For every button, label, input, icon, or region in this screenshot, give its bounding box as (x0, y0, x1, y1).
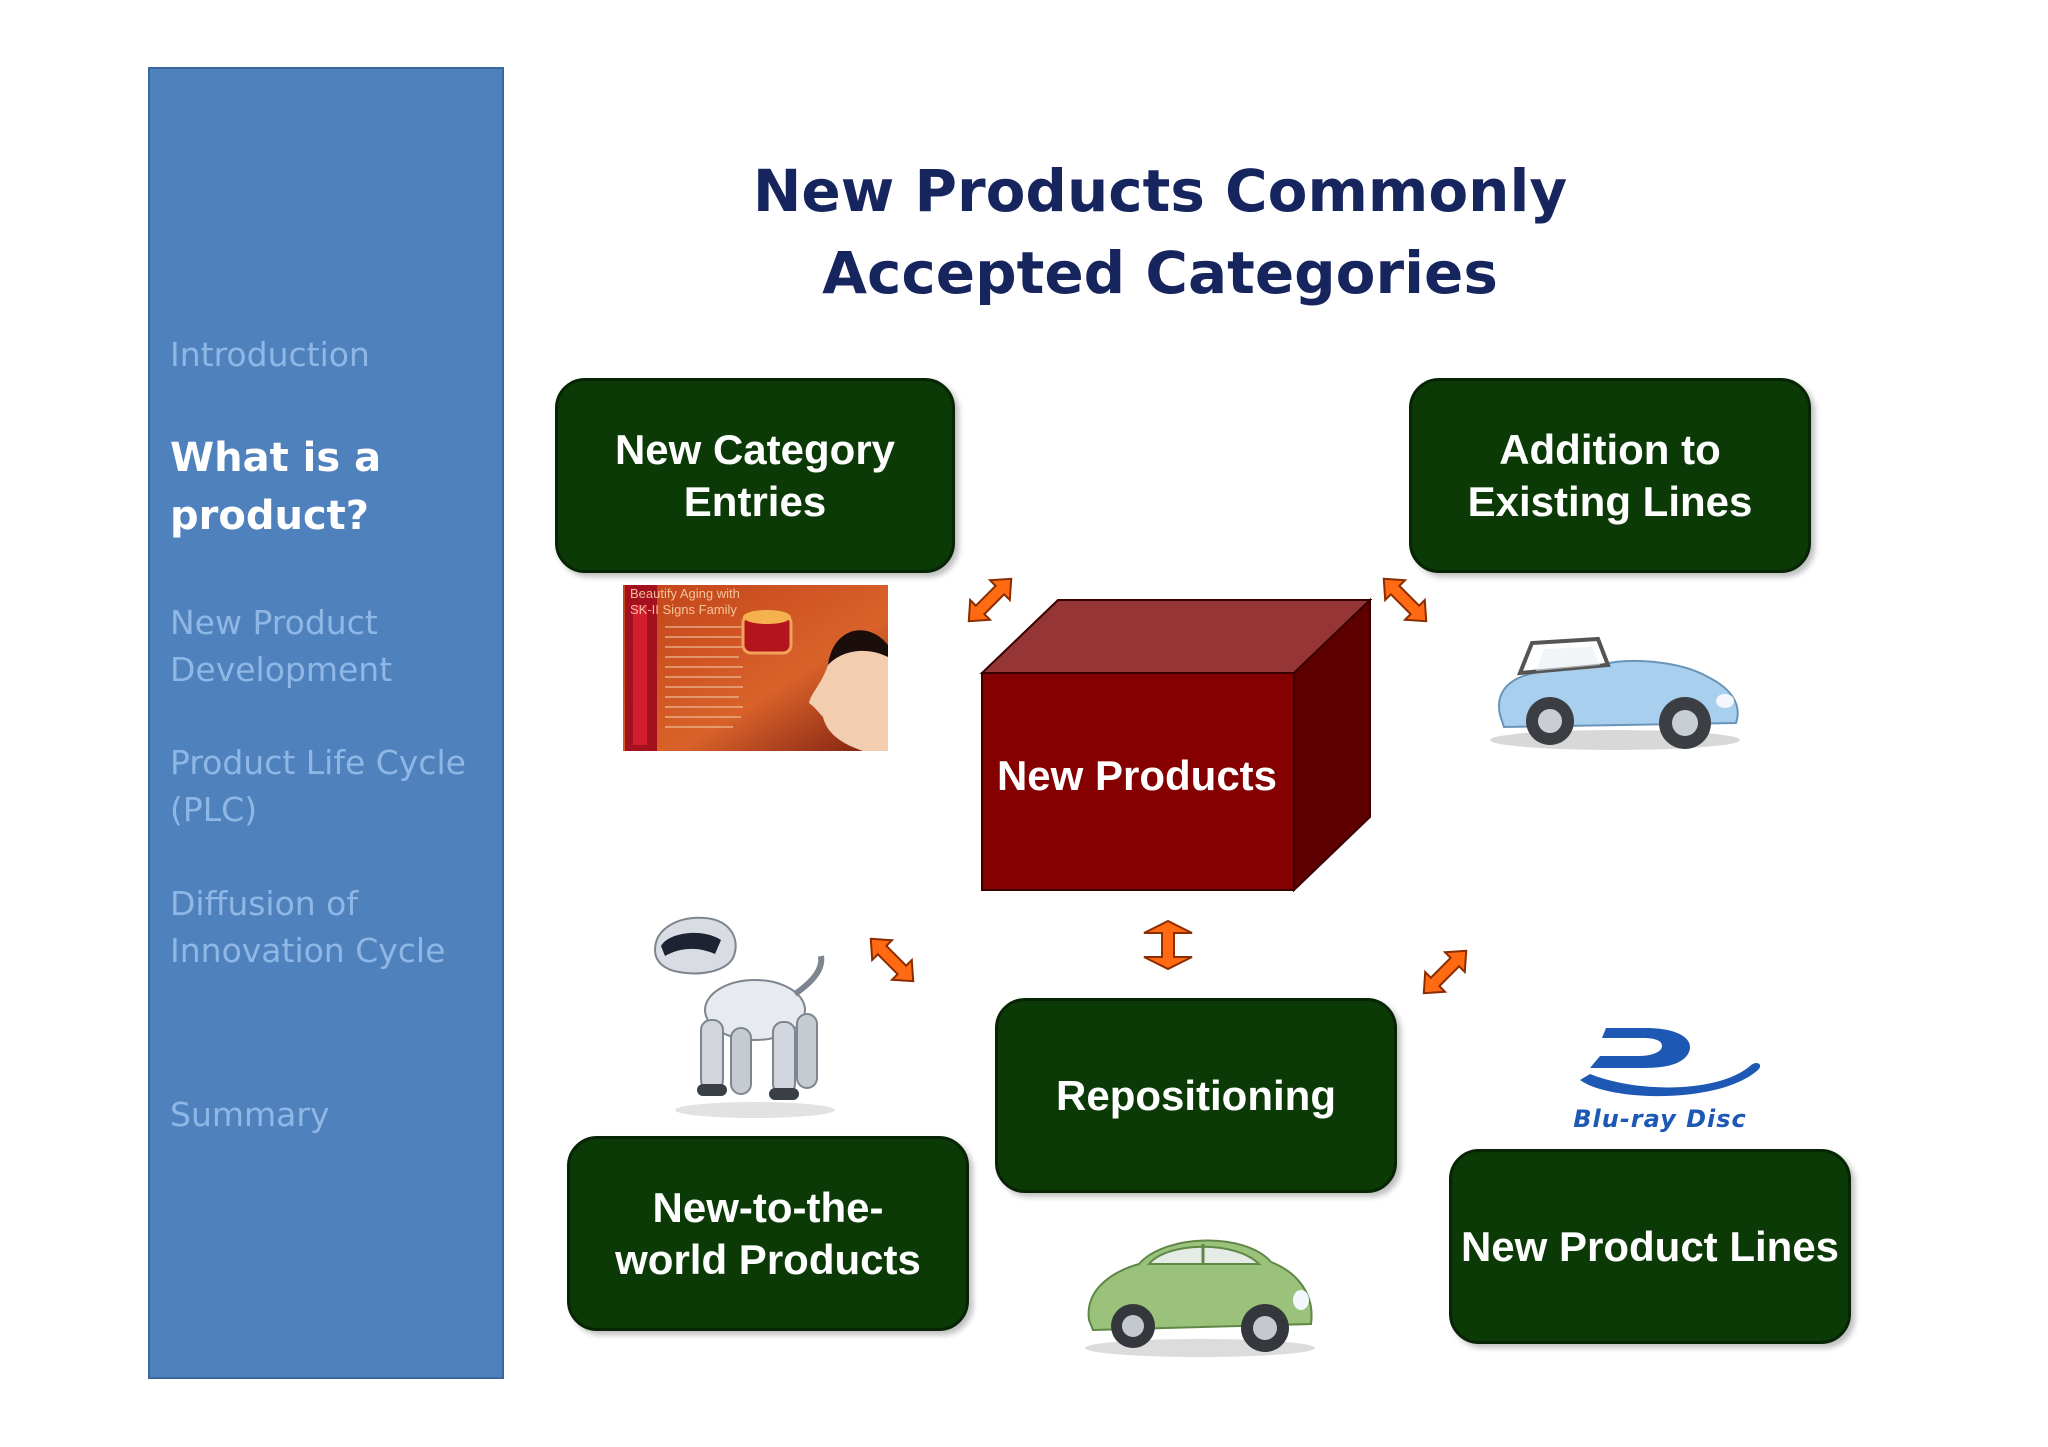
bluray-logo-icon (1580, 1028, 1761, 1097)
new-products-label: New Products (996, 752, 1278, 799)
nav-item-summary[interactable]: Summary (170, 1095, 330, 1134)
nav-item-new-product-development[interactable]: New Product Development (170, 603, 393, 689)
arrow-top-right-icon (1382, 577, 1428, 623)
nav-item-introduction[interactable]: Introduction (170, 335, 370, 374)
arrow-top-left-icon (967, 577, 1013, 623)
category-label: Repositioning (1056, 1071, 1336, 1119)
arrow-bottom-right-icon (1422, 949, 1468, 995)
robot-dog-image (653, 916, 835, 1118)
skii-advertisement-image (623, 585, 888, 751)
category-label: New-to-the- world Products (615, 1183, 921, 1283)
nav-item-what-is-a-product[interactable]: What is a product? (170, 435, 382, 539)
category-new-product-lines: New Product Lines (1449, 1149, 1851, 1344)
category-label: New Product Lines (1460, 1222, 1840, 1270)
bluray-logo-text: Blu-ray Disc (1573, 1105, 1747, 1133)
category-label: New Category Entries (614, 425, 896, 525)
nav-item-diffusion-of-innovation[interactable]: Diffusion of Innovation Cycle (170, 884, 446, 970)
skii-ad-caption: Beautify Aging with SK-II Signs Family (630, 586, 740, 617)
new-products-cube (979, 597, 1373, 893)
nav-item-product-life-cycle[interactable]: Product Life Cycle (PLC) (170, 743, 466, 829)
category-new-category-entries: New Category Entries (555, 378, 955, 573)
sidebar-nav: Introduction What is a product? New Prod… (148, 67, 504, 1379)
arrow-bottom-left-icon (869, 937, 915, 983)
arrow-bottom-center-icon (1143, 919, 1193, 971)
category-new-to-the-world-products: New-to-the- world Products (567, 1136, 969, 1331)
category-repositioning: Repositioning (995, 998, 1397, 1193)
category-label: Addition to Existing Lines (1467, 425, 1753, 525)
green-beetle-car-image (1085, 1239, 1315, 1357)
category-addition-to-existing-lines: Addition to Existing Lines (1409, 378, 1811, 573)
slide-title: New Products Commonly Accepted Categorie… (752, 157, 1568, 307)
blue-convertible-car-image (1490, 636, 1740, 750)
